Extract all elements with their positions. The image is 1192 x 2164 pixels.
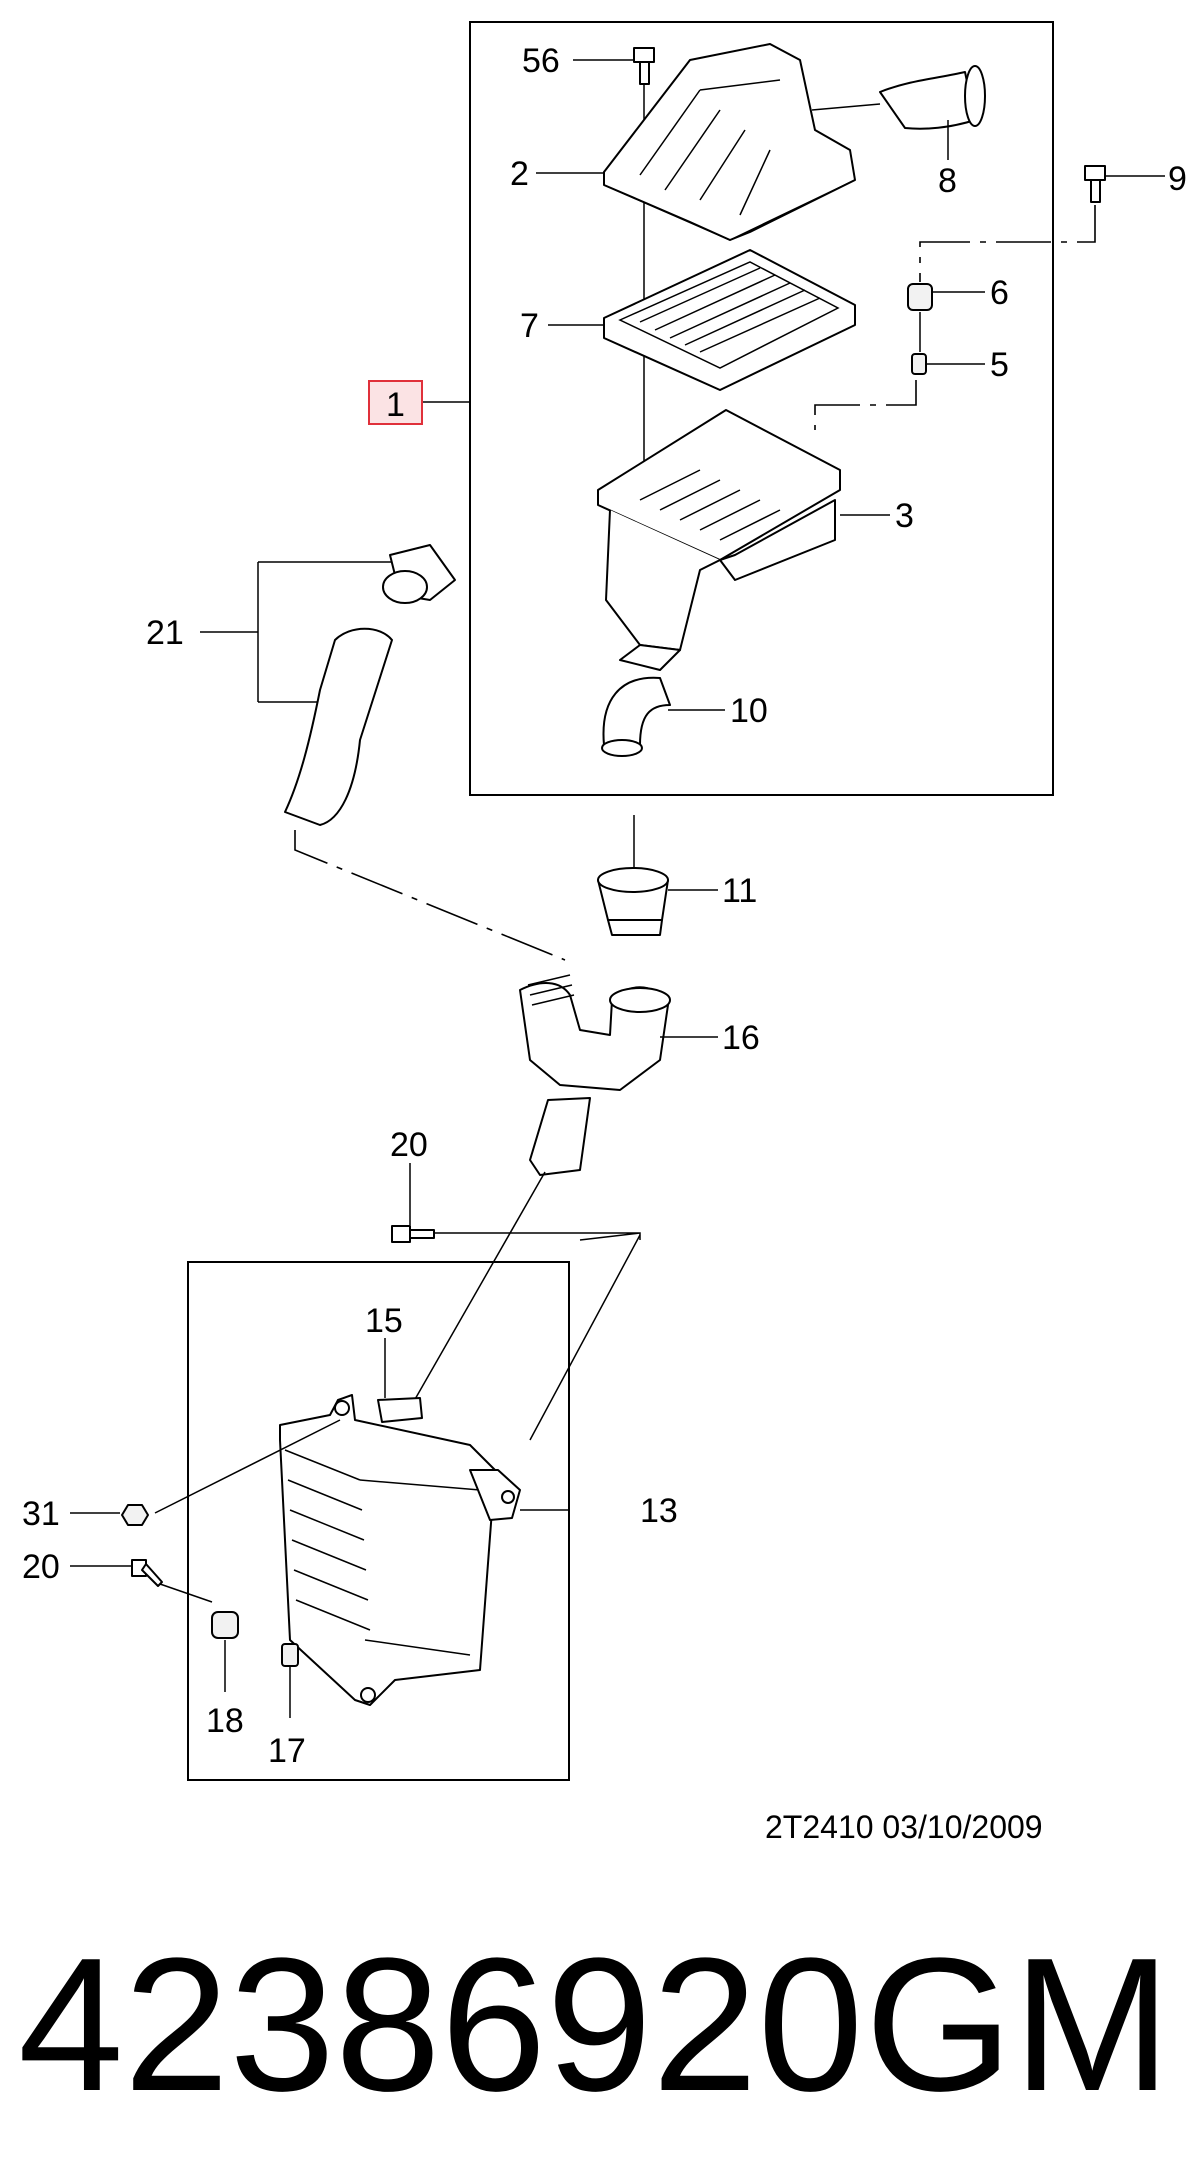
part-2-cover: [536, 43, 856, 241]
lower-assembly-frame: [187, 1261, 570, 1781]
part-3-lower-housing: [597, 409, 890, 671]
upper-assembly-frame: [469, 21, 1054, 796]
part-9-bolt: [919, 165, 1165, 282]
callout-18: 18: [206, 1702, 244, 1740]
callout-31: 31: [22, 1495, 60, 1533]
part-18-grommet: [211, 1611, 239, 1692]
callout-1: 1: [386, 386, 405, 424]
callout-5: 5: [990, 346, 1009, 384]
part-20-upper-bolt: [391, 1163, 641, 1441]
part-16-duct: [519, 974, 718, 1176]
part-17-sleeve: [281, 1643, 299, 1718]
document-code: 2T2410 03/10/2009: [765, 1809, 1043, 1845]
part-20-lower-bolt: [70, 1559, 213, 1603]
callout-21: 21: [146, 614, 184, 652]
callout-3: 3: [895, 497, 914, 535]
callout-17: 17: [268, 1732, 306, 1770]
callout-16: 16: [722, 1019, 760, 1057]
part-31-nut: [70, 1504, 149, 1526]
callout-56: 56: [522, 42, 560, 80]
callout-10: 10: [730, 692, 768, 730]
callout-11: 11: [722, 872, 757, 910]
part-10-elbow: [601, 676, 725, 757]
part-11-coupler: [597, 815, 718, 936]
part-15-strip: [377, 1338, 423, 1423]
callout-8: 8: [938, 162, 957, 200]
part-number: 42386920: [18, 1919, 863, 2131]
part-5-pin: [814, 312, 985, 430]
part-8-intake-duct: [811, 65, 986, 160]
part-13-resonator: [154, 1394, 568, 1706]
callout-20-lower: 20: [22, 1548, 60, 1586]
callout-15: 15: [365, 1302, 403, 1340]
part-7-filter-element: [548, 249, 856, 391]
callout-6: 6: [990, 274, 1009, 312]
callout-1-highlight: [368, 380, 423, 425]
callout-13: 13: [640, 1492, 678, 1530]
callout-20-upper: 20: [390, 1126, 428, 1164]
brand-name: GM: [865, 1919, 1171, 2131]
callout-7: 7: [520, 307, 539, 345]
part-21-hose: [200, 544, 566, 961]
part-6-grommet: [907, 283, 985, 311]
callout-2: 2: [510, 155, 529, 193]
callout-9: 9: [1168, 160, 1187, 198]
